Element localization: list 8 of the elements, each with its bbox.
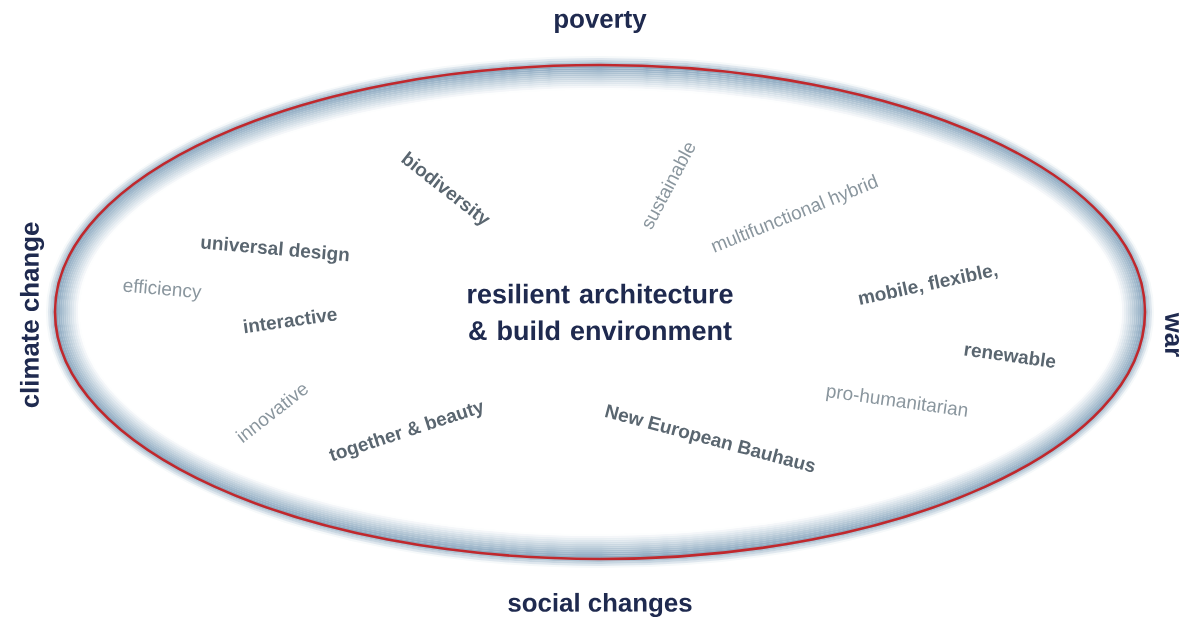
keyword: universal design [201, 236, 349, 264]
keyword: efficiency [123, 279, 202, 302]
keyword: renewable [964, 345, 1056, 368]
keyword: mobile, flexible, [858, 265, 998, 305]
keyword: pro-humanitarian [825, 387, 968, 417]
side-label: poverty [555, 10, 647, 34]
keyword: interactive [243, 309, 337, 334]
side-label: social changes [508, 592, 692, 618]
